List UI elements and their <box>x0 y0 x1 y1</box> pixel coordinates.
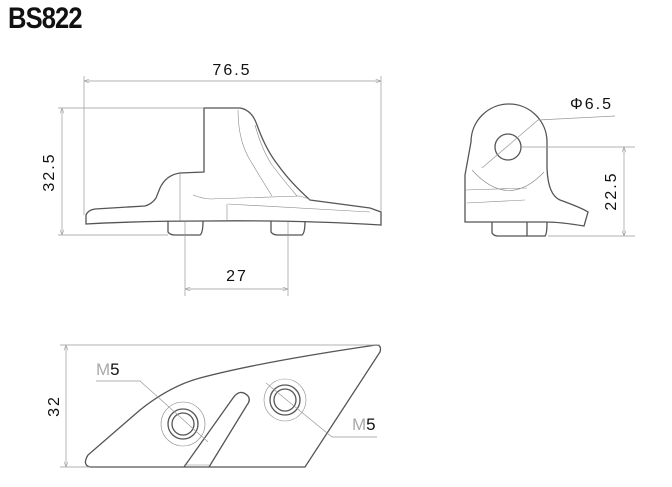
end-view: Φ6.5 22.5 <box>464 96 635 237</box>
thread-label-1-prefix: M <box>96 360 110 379</box>
svg-text:M5: M5 <box>352 415 376 434</box>
side-view: 76.5 32.5 27 <box>41 62 382 296</box>
depth-dimension-label: 32 <box>46 395 63 417</box>
hole-height-dimension-label: 22.5 <box>603 171 620 210</box>
width-dimension-label: 76.5 <box>212 62 251 79</box>
thread-label-2-prefix: M <box>352 415 366 434</box>
thread-label-2-value: 5 <box>366 415 375 434</box>
bottom-view: 32 M5 M5 <box>46 344 382 468</box>
thread-label-1-value: 5 <box>110 360 119 379</box>
hole-diameter-dimension-label: Φ6.5 <box>570 96 613 113</box>
svg-text:M5: M5 <box>96 360 120 379</box>
height-dimension-label: 32.5 <box>41 152 58 191</box>
hole-spacing-dimension-label: 27 <box>226 268 248 285</box>
part-number-title: BS822 <box>8 2 83 35</box>
